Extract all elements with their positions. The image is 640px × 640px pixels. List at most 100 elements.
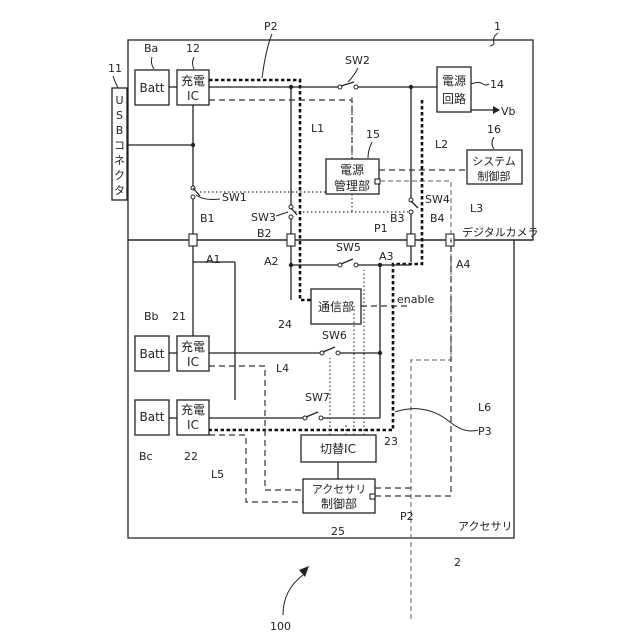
label-b3: B3 <box>390 212 405 225</box>
label-sw6: SW6 <box>322 329 347 342</box>
leader-p3 <box>395 409 478 431</box>
node-a2 <box>289 263 293 267</box>
terminal-b2-a2 <box>287 234 295 246</box>
svg-text:B: B <box>116 124 124 137</box>
camera-label: デジタルカメラ <box>462 225 538 239</box>
svg-text:ク: ク <box>114 169 125 182</box>
label-a1: A1 <box>206 253 221 266</box>
ref-25: 25 <box>331 525 345 538</box>
arrow-vb-icon <box>493 106 500 114</box>
accessory-label: アクセサリ <box>458 520 512 533</box>
port-p2 <box>370 494 375 499</box>
battery-ba-label: Batt <box>140 81 165 95</box>
label-p2-top: P2 <box>264 20 278 33</box>
arrow-100-icon <box>299 566 309 577</box>
label-a3: A3 <box>379 250 394 263</box>
line-l6 <box>375 240 451 496</box>
charge-ic-12-label1: 充電 <box>181 73 205 88</box>
label-p3: P3 <box>478 425 492 438</box>
battery-bc-label: Batt <box>140 410 165 424</box>
switch-sw5 <box>338 259 358 267</box>
node-sw4 <box>409 85 413 89</box>
label-l4: L4 <box>276 362 289 375</box>
ref-1: 1 <box>494 20 501 33</box>
switch-sw2 <box>338 82 358 89</box>
leader-11 <box>113 76 118 88</box>
ref-11: 11 <box>108 62 122 75</box>
ref-bc: Bc <box>139 450 153 463</box>
label-l2: L2 <box>435 138 448 151</box>
svg-text:S: S <box>116 109 123 122</box>
ref-16: 16 <box>487 123 501 136</box>
label-sw3: SW3 <box>251 211 276 224</box>
label-b4: B4 <box>430 212 445 225</box>
system-ctrl-label2: 制御部 <box>478 169 511 183</box>
label-l3: L3 <box>470 202 483 215</box>
ref-15: 15 <box>366 128 380 141</box>
label-p2-bottom: P2 <box>400 510 414 523</box>
svg-text:ネ: ネ <box>114 154 125 167</box>
leader-12 <box>193 57 195 69</box>
svg-text:タ: タ <box>114 184 125 197</box>
charge-ic-22-label1: 充電 <box>181 402 205 417</box>
charge-ic-21-label2: IC <box>187 355 199 369</box>
node-sw6 <box>378 351 382 355</box>
line-l1 <box>209 100 352 159</box>
leader-ba <box>151 57 154 69</box>
ref-24: 24 <box>278 318 292 331</box>
line-l3 <box>380 181 451 620</box>
label-b2: B2 <box>257 227 272 240</box>
system-ctrl-label1: システム <box>472 155 516 168</box>
node-usb <box>191 143 195 147</box>
ref-100: 100 <box>270 620 291 633</box>
label-l1: L1 <box>311 122 324 135</box>
usb-connector: U S B コ ネ ク タ <box>112 88 127 200</box>
label-sw2: SW2 <box>345 54 370 67</box>
label-l6: L6 <box>478 401 491 414</box>
leader-sw3 <box>276 212 288 216</box>
ref-14: 14 <box>490 78 504 91</box>
ref-12: 12 <box>186 42 200 55</box>
terminal-b4-a4 <box>446 234 454 246</box>
ref-bb: Bb <box>144 310 159 323</box>
battery-bb-label: Batt <box>140 347 165 361</box>
label-sw7: SW7 <box>305 391 330 404</box>
leader-16 <box>492 137 494 149</box>
leader-14 <box>471 83 489 86</box>
node-sw3 <box>289 85 293 89</box>
label-p1: P1 <box>374 222 388 235</box>
label-sw1: SW1 <box>222 191 247 204</box>
ref-ba: Ba <box>144 42 158 55</box>
switch-sw4 <box>409 198 418 214</box>
switch-ic-label: 切替IC <box>320 442 356 456</box>
power-mgmt-label2: 管理部 <box>334 178 370 193</box>
charge-ic-12-label2: IC <box>187 89 199 103</box>
switch-sw6 <box>320 347 340 355</box>
charge-ic-22-label2: IC <box>187 418 199 432</box>
comm-label: 通信部 <box>318 299 354 314</box>
label-a4: A4 <box>456 258 471 271</box>
vb-label: Vb <box>501 105 516 118</box>
power-circuit-label1: 電源 <box>442 74 466 88</box>
ref-22: 22 <box>184 450 198 463</box>
acc-ctrl-label2: 制御部 <box>321 496 357 511</box>
acc-ctrl-label1: アクセサリ <box>312 483 366 496</box>
ref-2: 2 <box>454 556 461 569</box>
port-p1 <box>375 179 380 184</box>
label-b1: B1 <box>200 212 215 225</box>
ref-21: 21 <box>172 310 186 323</box>
terminal-b1-a1 <box>189 234 197 246</box>
svg-text:コ: コ <box>114 139 125 152</box>
charge-ic-21-label1: 充電 <box>181 339 205 354</box>
enable-label: enable <box>397 293 435 306</box>
label-l5: L5 <box>211 468 224 481</box>
power-circuit-label2: 回路 <box>442 91 466 106</box>
ref-23: 23 <box>384 435 398 448</box>
leader-sw2 <box>348 68 358 82</box>
switch-sw7 <box>303 412 323 420</box>
label-sw5: SW5 <box>336 241 361 254</box>
label-a2: A2 <box>264 255 279 268</box>
svg-text:U: U <box>115 94 123 107</box>
terminal-b3-a3 <box>407 234 415 246</box>
